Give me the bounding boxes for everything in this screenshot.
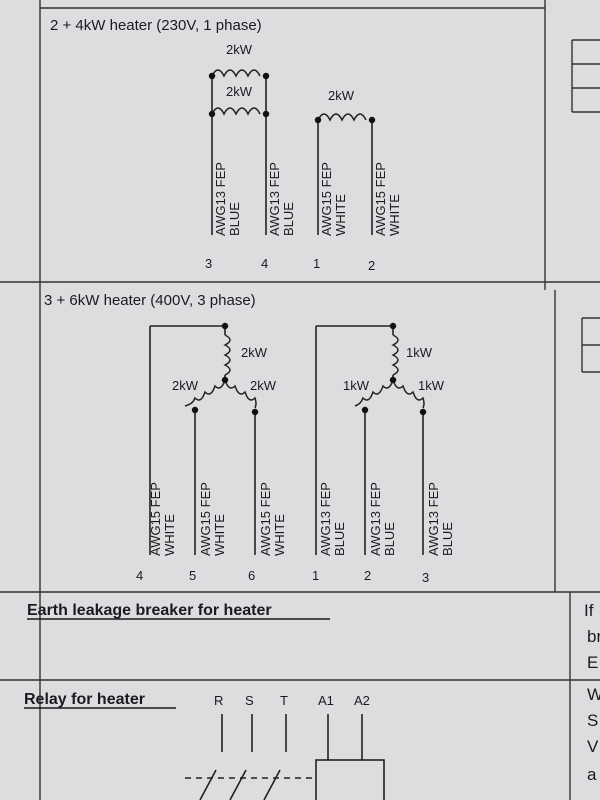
svg-text:AWG15 FEP: AWG15 FEP — [198, 482, 213, 556]
svg-text:WHITE: WHITE — [333, 194, 348, 236]
right-star-network — [315, 322, 427, 555]
wire-label: AWG15 FEP WHITE — [319, 162, 348, 236]
terminal-t: T — [280, 693, 288, 708]
svg-text:AWG13 FEP: AWG13 FEP — [213, 162, 228, 236]
terminal-number: 6 — [248, 568, 255, 583]
svg-text:BLUE: BLUE — [227, 202, 242, 236]
left-star-network — [149, 322, 259, 555]
svg-text:AWG15 FEP: AWG15 FEP — [319, 162, 334, 236]
terminal-number: 3 — [205, 256, 212, 271]
terminal-number: 4 — [136, 568, 143, 583]
wire-label: AWG15 FEP WHITE — [373, 162, 402, 236]
svg-text:AWG13 FEP: AWG13 FEP — [318, 482, 333, 556]
svg-text:WHITE: WHITE — [272, 514, 287, 556]
svg-text:W: W — [587, 685, 600, 704]
coil-label: 2kW — [226, 42, 253, 57]
svg-text:AWG15 FEP: AWG15 FEP — [373, 162, 388, 236]
wire-label: AWG15 FEP WHITE — [258, 482, 287, 556]
coil-label: 2kW — [328, 88, 355, 103]
svg-text:AWG15 FEP: AWG15 FEP — [258, 482, 273, 556]
wire-label: AWG13 FEP BLUE — [267, 162, 296, 236]
svg-text:br: br — [587, 627, 600, 646]
side-notes: If br E W S V a — [584, 601, 600, 784]
svg-text:WHITE: WHITE — [162, 514, 177, 556]
coil-label: 1kW — [343, 378, 370, 393]
svg-text:If: If — [584, 601, 594, 620]
svg-text:AWG15 FEP: AWG15 FEP — [148, 482, 163, 556]
terminal-r: R — [214, 693, 223, 708]
svg-text:E: E — [587, 653, 598, 672]
junction-dot — [314, 116, 322, 124]
coil-label: 2kW — [241, 345, 268, 360]
single-phase-coils — [208, 69, 376, 235]
svg-text:a: a — [587, 765, 597, 784]
wire-label: AWG13 FEP BLUE — [318, 482, 347, 556]
wire-label: AWG15 FEP WHITE — [148, 482, 177, 556]
earth-leakage-title: Earth leakage breaker for heater — [27, 602, 272, 619]
coil-label: 1kW — [406, 345, 433, 360]
three-phase-title: 3 + 6kW heater (400V, 3 phase) — [44, 292, 256, 309]
terminal-s: S — [245, 693, 254, 708]
relay-symbol — [185, 714, 385, 800]
terminal-number: 5 — [189, 568, 196, 583]
svg-text:S: S — [587, 711, 598, 730]
coil-label: 1kW — [418, 378, 445, 393]
svg-text:AWG13 FEP: AWG13 FEP — [267, 162, 282, 236]
svg-text:BLUE: BLUE — [440, 522, 455, 556]
terminal-number: 1 — [313, 256, 320, 271]
wire-label: AWG13 FEP BLUE — [213, 162, 242, 236]
terminal-number: 4 — [261, 256, 268, 271]
junction-dot — [208, 110, 216, 118]
wire-label: AWG15 FEP WHITE — [198, 482, 227, 556]
terminal-a1: A1 — [318, 693, 334, 708]
svg-text:WHITE: WHITE — [212, 514, 227, 556]
coil-label: 2kW — [226, 84, 253, 99]
svg-text:BLUE: BLUE — [382, 522, 397, 556]
terminal-number: 2 — [368, 258, 375, 273]
junction-dot — [262, 110, 270, 118]
junction-dot — [262, 72, 270, 80]
coil-label: 2kW — [172, 378, 199, 393]
junction-dot — [208, 72, 216, 80]
single-phase-title: 2 + 4kW heater (230V, 1 phase) — [50, 17, 262, 34]
svg-text:WHITE: WHITE — [387, 194, 402, 236]
coil-label: 2kW — [250, 378, 277, 393]
terminal-number: 1 — [312, 568, 319, 583]
wire-label: AWG13 FEP BLUE — [368, 482, 397, 556]
terminal-number: 3 — [422, 570, 429, 585]
relay-title: Relay for heater — [24, 691, 145, 708]
wire-label: AWG13 FEP BLUE — [426, 482, 455, 556]
svg-text:AWG13 FEP: AWG13 FEP — [368, 482, 383, 556]
junction-dot — [368, 116, 376, 124]
svg-text:BLUE: BLUE — [281, 202, 296, 236]
svg-text:AWG13 FEP: AWG13 FEP — [426, 482, 441, 556]
terminal-a2: A2 — [354, 693, 370, 708]
svg-text:BLUE: BLUE — [332, 522, 347, 556]
terminal-number: 2 — [364, 568, 371, 583]
svg-text:V: V — [587, 737, 599, 756]
